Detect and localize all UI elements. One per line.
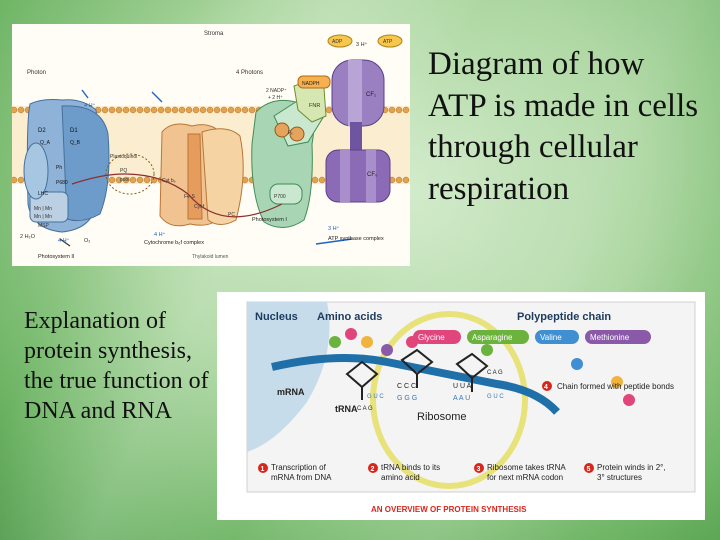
label-lhc: LHC: [38, 191, 48, 197]
label-water: 2 H₂O: [20, 234, 36, 240]
label-atp: ATP: [383, 39, 393, 45]
label-msp: MSP: [38, 223, 50, 229]
label-stroma: Stroma: [204, 31, 224, 37]
step-text: mRNA from DNA: [271, 473, 332, 482]
label-qb: Q_B: [70, 140, 81, 146]
label-p700: P700: [274, 194, 286, 200]
codon-guc-right: G U C: [487, 394, 504, 400]
label-pool: pool: [120, 177, 129, 183]
step-number: 1: [261, 466, 265, 473]
codon-uua: U U A: [453, 383, 472, 390]
slide-title: Diagram of how ATP is made in cells thro…: [428, 44, 708, 210]
label-4h-lumen: 4 H⁺: [58, 237, 70, 244]
label-trna: tRNA: [335, 404, 358, 414]
label-d2: D2: [38, 128, 46, 134]
label-o2: O₂: [84, 238, 90, 244]
label-pc: PC: [228, 212, 235, 218]
step-text: Protein winds in 2°,: [597, 463, 666, 472]
step-4: 4 Chain formed with peptide bonds: [542, 381, 674, 391]
label-p680: P680: [56, 180, 68, 186]
label-4h-cyt: 4 H⁺: [154, 231, 166, 238]
side-explanation: Explanation of protein synthesis, the tr…: [24, 306, 209, 426]
label-2nadp: 2 NADP⁺: [266, 88, 287, 94]
step-text: for next mRNA codon: [487, 473, 563, 482]
label-nucleus: Nucleus: [255, 311, 298, 323]
label-3h-lumen: 3 H⁺: [328, 225, 340, 232]
label-mn1: Mn | Mn: [34, 206, 52, 212]
trna-cag-left: C A G: [357, 406, 373, 412]
amino-tag-label: Glycine: [418, 333, 445, 342]
codon-aau: A A U: [453, 395, 470, 402]
diagram-footer: AN OVERVIEW OF PROTEIN SYNTHESIS: [371, 505, 527, 514]
step-4-text: Chain formed with peptide bonds: [557, 382, 674, 391]
label-cytb6: Cyt b₆: [162, 178, 176, 184]
step-number: 2: [371, 466, 375, 473]
label-4-photons: 4 Photons: [236, 70, 263, 76]
label-fx: Fₓ: [288, 130, 293, 136]
label-photosystem-i: Photosystem I: [252, 217, 287, 223]
label-cf1: CF₁: [366, 92, 376, 98]
amino-tag-label: Asparagine: [472, 333, 513, 342]
label-pq: PQ: [120, 168, 127, 174]
codon-ggg: G G G: [397, 395, 417, 402]
protein-synthesis-diagram: Glycine Asparagine Valine Methionine Nucleu…: [217, 292, 705, 520]
label-qa: Q_A: [40, 140, 51, 146]
label-photon: Photon: [27, 70, 46, 76]
amino-tag-label: Valine: [540, 333, 562, 342]
label-atp-synthase: ATP synthase complex: [328, 236, 384, 242]
label-cf0: CF₀: [367, 172, 378, 178]
step-text: Ribosome takes tRNA: [487, 463, 566, 472]
label-mrna: mRNA: [277, 387, 305, 397]
label-nadph: NADPH: [302, 81, 320, 87]
label-plastoquinol: Plastoquinol: [110, 154, 137, 160]
label-d1: D1: [70, 128, 78, 134]
label-ph: Ph: [56, 165, 62, 171]
amino-tag-label: Methionine: [590, 333, 630, 342]
step-text: Transcription of: [271, 463, 327, 472]
label-mn2: Mn | Mn: [34, 214, 52, 220]
label-fnr: FNR: [309, 103, 320, 109]
trna-cag-right: C A G: [487, 370, 503, 376]
label-amino-acids: Amino acids: [317, 311, 382, 323]
codon-ccc: C C C: [397, 383, 416, 390]
photosystem-ii: [24, 100, 109, 233]
step-number: 5: [587, 466, 591, 473]
label-polypeptide-chain: Polypeptide chain: [517, 311, 611, 323]
svg-text:4: 4: [544, 384, 548, 391]
step-text: 3° structures: [597, 473, 642, 482]
label-ribosome: Ribosome: [417, 411, 467, 423]
label-photosystem-ii: Photosystem II: [38, 254, 75, 260]
label-2h: + 2 H⁺: [268, 95, 283, 101]
label-adp: ADP: [332, 39, 343, 45]
label-4h-top: 4 H⁺: [84, 102, 96, 109]
label-cytf: Cyt f: [194, 204, 205, 210]
step-text: tRNA binds to its: [381, 463, 440, 472]
label-cytochrome-complex: Cytochrome b₆f complex: [144, 240, 204, 246]
cytochrome-complex: [160, 124, 243, 226]
label-thylakoid-lumen: Thylakoid lumen: [192, 254, 229, 260]
codon-guc-left: G U C: [367, 394, 384, 400]
label-3h-top: 3 H⁺: [356, 41, 368, 48]
photosynthesis-diagram: Stroma Photon 4 Photons ADP ATP 3 H⁺ NAD…: [12, 24, 410, 266]
label-fes: Fe-S: [184, 194, 196, 200]
step-text: amino acid: [381, 473, 420, 482]
step-number: 3: [477, 466, 481, 473]
